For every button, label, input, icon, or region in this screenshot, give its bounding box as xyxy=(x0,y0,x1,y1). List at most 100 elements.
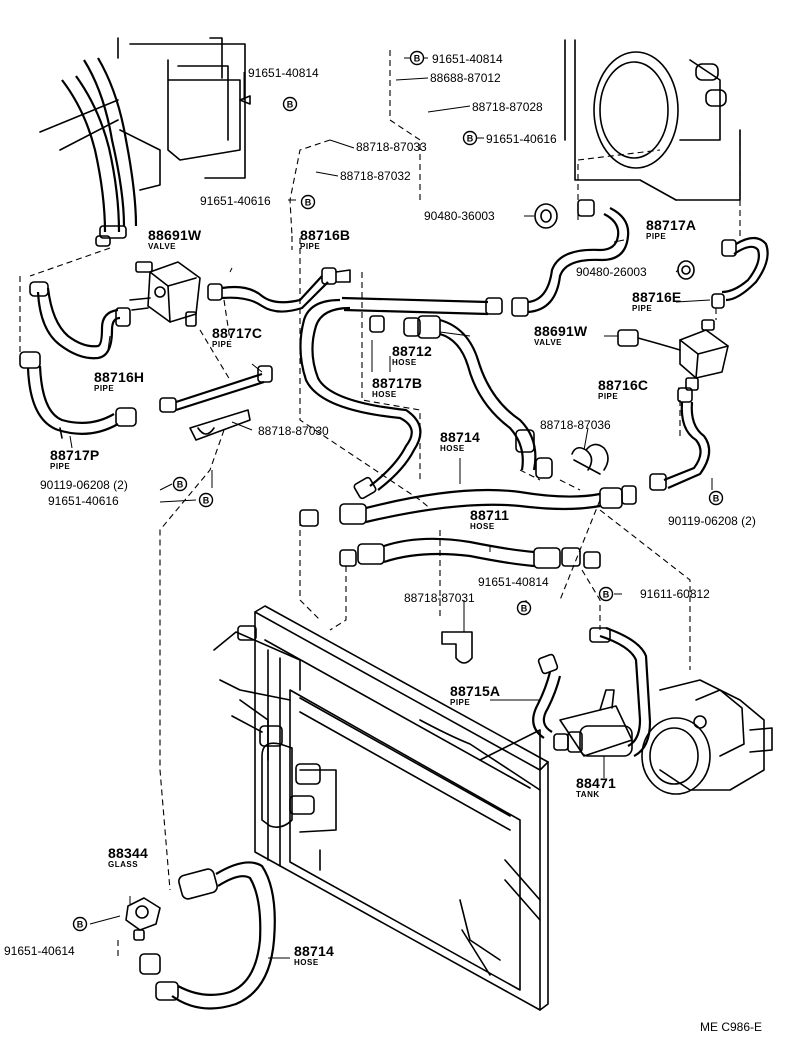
part-88344: 88344 GLASS xyxy=(108,846,148,869)
bolt-b-icon: B xyxy=(198,492,214,508)
part-number: 88717B xyxy=(372,375,423,391)
part-name: PIPE xyxy=(50,461,71,471)
part-name: PIPE xyxy=(94,383,115,393)
part-88717b: 88717B HOSE xyxy=(372,376,422,399)
part-name: PIPE xyxy=(646,231,667,241)
bolt-markers: B B B B B B B B B B xyxy=(72,50,724,932)
hose-88711 xyxy=(339,537,601,569)
part-name: PIPE xyxy=(598,391,619,401)
part-number: 88716E xyxy=(632,289,682,305)
part-number: 88471 xyxy=(576,775,616,791)
hose-88714-mid xyxy=(299,485,637,527)
bolt-b-icon: B xyxy=(516,600,532,616)
part-number: 88715A xyxy=(450,683,501,699)
part-number: 88716H xyxy=(94,369,145,385)
pipe-88717a xyxy=(511,199,630,317)
part-88716c: 88716C PIPE xyxy=(598,378,648,401)
label-91651-40614: 91651-40614 xyxy=(4,944,75,958)
clamp-88718-87030 xyxy=(189,409,251,441)
svg-text:B: B xyxy=(414,53,421,63)
label-91651-40616-mid: 91651-40616 xyxy=(200,194,271,208)
svg-text:B: B xyxy=(713,493,720,503)
part-number: 88716C xyxy=(598,377,649,393)
part-number: 88712 xyxy=(392,343,432,359)
svg-text:B: B xyxy=(77,919,84,929)
part-88717c: 88717C PIPE xyxy=(212,326,262,349)
pipe-88716h xyxy=(29,281,131,360)
part-88716h: 88716H PIPE xyxy=(94,370,144,393)
label-91651-40616-low: 91651-40616 xyxy=(48,494,119,508)
valve-88691w-right xyxy=(617,319,729,391)
part-88714-mid: 88714 HOSE xyxy=(440,430,480,453)
part-name: VALVE xyxy=(534,337,562,347)
part-88716e: 88716E PIPE xyxy=(632,290,681,313)
condenser-fittings-left xyxy=(213,625,337,833)
label-88718-87032: 88718-87032 xyxy=(340,169,411,183)
bolt-b-icon: B xyxy=(708,490,724,506)
tank-88471 xyxy=(553,689,633,757)
svg-text:B: B xyxy=(203,495,210,505)
label-90119-06208-left: 90119-06208 (2) xyxy=(40,478,128,492)
bolt-b-icon: B xyxy=(72,916,88,932)
part-number: 88691W xyxy=(534,323,588,339)
part-88471: 88471 TANK xyxy=(576,776,616,799)
part-name: GLASS xyxy=(108,859,139,869)
label-91651-40814-left: 91651-40814 xyxy=(248,66,319,80)
hose-88717b xyxy=(299,296,503,500)
label-88718-87030: 88718-87030 xyxy=(258,424,329,438)
condenser-side-tank xyxy=(261,742,293,828)
label-90480-26003: 90480-26003 xyxy=(576,265,647,279)
part-number: 88716B xyxy=(300,227,351,243)
diagram-code: ME C986-E xyxy=(700,1020,763,1034)
compressor xyxy=(641,679,773,795)
svg-text:B: B xyxy=(467,133,474,143)
part-88691w-left: 88691W VALVE xyxy=(148,228,201,251)
part-88711: 88711 HOSE xyxy=(470,508,509,531)
label-88688-87012: 88688-87012 xyxy=(430,71,501,85)
part-88716b: 88716B PIPE xyxy=(300,228,350,251)
grommet-90480-26003 xyxy=(677,260,695,280)
bolt-b-icon: B xyxy=(409,50,425,66)
label-91611-60812: 91611-60812 xyxy=(640,587,710,601)
clamp-88718-87036 xyxy=(571,443,609,475)
part-name: VALVE xyxy=(148,241,176,251)
sight-glass-88344 xyxy=(125,897,161,941)
valve-88691w-left xyxy=(129,261,201,327)
pipe-88717p xyxy=(19,351,137,439)
part-name: PIPE xyxy=(632,303,653,313)
svg-text:B: B xyxy=(521,603,528,613)
part-number: 88717C xyxy=(212,325,263,341)
svg-text:B: B xyxy=(287,99,294,109)
pipe-88717p-upper xyxy=(61,57,138,247)
svg-text:B: B xyxy=(305,197,312,207)
part-number: 88714 xyxy=(440,429,480,445)
bolt-b-icon: B xyxy=(172,476,188,492)
pipe-88716e xyxy=(711,236,769,309)
hose-88714-low xyxy=(139,861,276,1010)
part-name: PIPE xyxy=(212,339,233,349)
part-number: 88717P xyxy=(50,447,100,463)
svg-text:B: B xyxy=(177,479,184,489)
bolt-b-icon: B xyxy=(282,96,298,112)
pipe-88717c xyxy=(159,365,273,413)
part-number: 88717A xyxy=(646,217,697,233)
evaporator-housing-right xyxy=(564,39,741,201)
part-number: 88714 xyxy=(294,943,334,959)
evaporator-housing-left xyxy=(39,37,251,191)
grommet-90480-36003 xyxy=(534,203,558,229)
label-88718-87033: 88718-87033 xyxy=(356,140,427,154)
part-name: HOSE xyxy=(470,521,495,531)
reference-dash-lines xyxy=(19,50,741,960)
clamp-88718-87031 xyxy=(441,631,473,664)
bolt-b-icon: B xyxy=(598,586,614,602)
part-88717p: 88717P PIPE xyxy=(50,448,99,471)
part-88717a: 88717A PIPE xyxy=(646,218,696,241)
hose-88712 xyxy=(403,315,553,479)
svg-text:B: B xyxy=(603,589,610,599)
label-91651-40616-top: 91651-40616 xyxy=(486,132,557,146)
part-number: 88344 xyxy=(108,845,148,861)
part-name: PIPE xyxy=(450,697,471,707)
label-91651-40814-low: 91651-40814 xyxy=(478,575,549,589)
